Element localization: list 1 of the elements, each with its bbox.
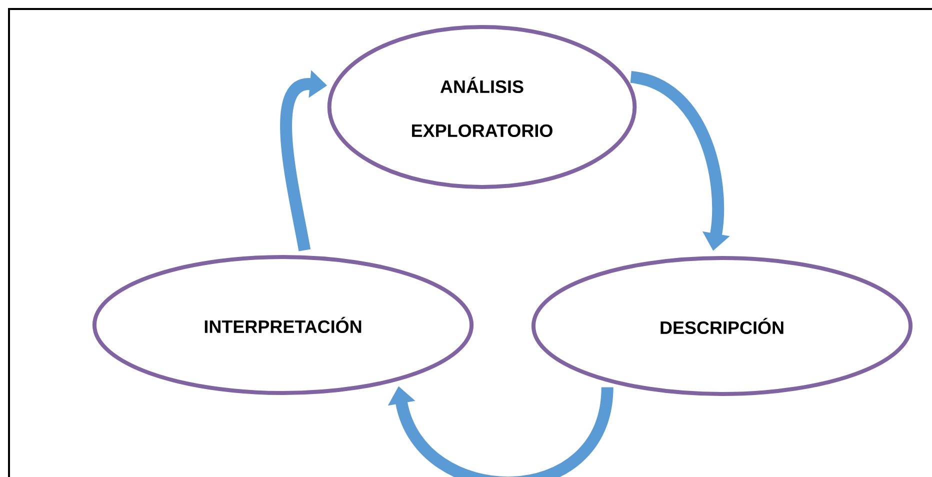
curved-arrow [388, 386, 614, 477]
